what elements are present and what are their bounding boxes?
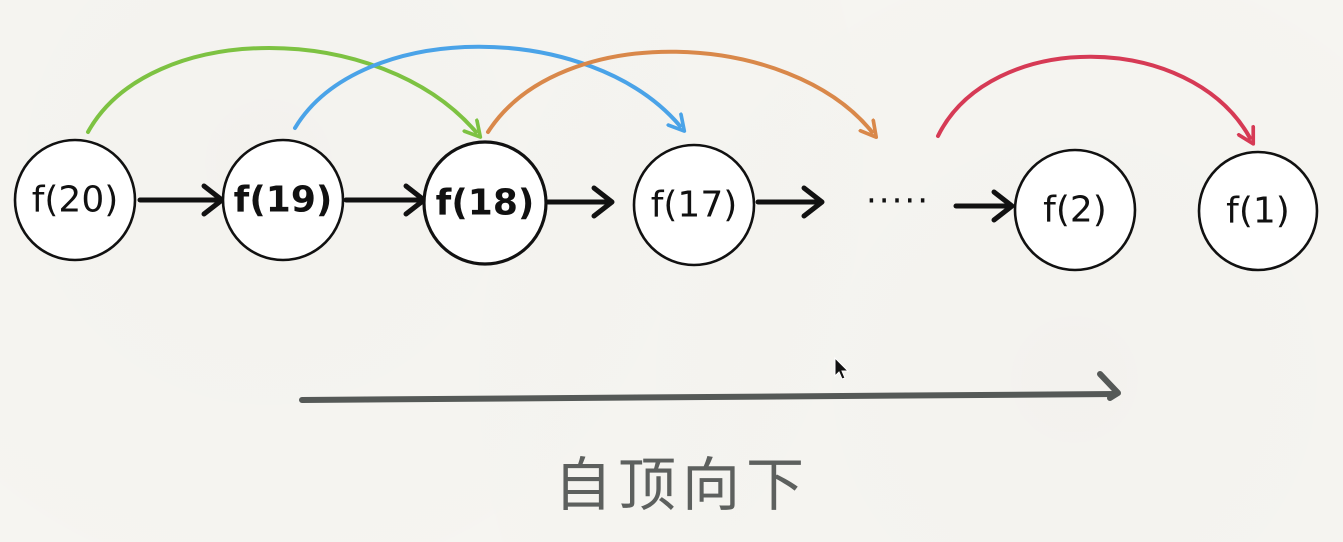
curve-arrow-f19-to-f17 bbox=[293, 44, 680, 128]
chain-arrow-f19-f18 bbox=[343, 183, 427, 217]
chain-arrow-f20-f19 bbox=[137, 183, 225, 217]
direction-arrow bbox=[299, 371, 1121, 403]
node-label-f2: f(2) bbox=[1043, 190, 1107, 231]
mouse-cursor-icon bbox=[834, 356, 850, 380]
node-label-f17: f(17) bbox=[651, 185, 738, 226]
chain-arrow-ellipsis-f2 bbox=[953, 189, 1015, 223]
chain-arrow-f18-f17 bbox=[545, 185, 615, 219]
node-f20: f(20) bbox=[13, 138, 137, 262]
caption-top-down: 自顶向下 bbox=[554, 451, 810, 519]
curve-arrow-f20-to-f18 bbox=[86, 46, 476, 132]
node-f18: f(18) bbox=[422, 140, 548, 266]
node-f19: f(19) bbox=[221, 138, 345, 262]
curve-arrow-ellipsis-to-f1 bbox=[936, 54, 1250, 138]
node-label-f18: f(18) bbox=[436, 183, 535, 224]
node-label-f19: f(19) bbox=[234, 180, 333, 221]
node-label-f1: f(1) bbox=[1226, 191, 1290, 232]
ellipsis-dots: ····· bbox=[866, 181, 930, 221]
node-f2: f(2) bbox=[1013, 148, 1137, 272]
node-f17: f(17) bbox=[632, 143, 756, 267]
curve-arrow-f18-to-ellipsis bbox=[486, 49, 872, 132]
chain-arrow-f17-ellipsis bbox=[755, 185, 825, 219]
node-label-f20: f(20) bbox=[32, 180, 119, 221]
node-f1: f(1) bbox=[1197, 150, 1319, 272]
